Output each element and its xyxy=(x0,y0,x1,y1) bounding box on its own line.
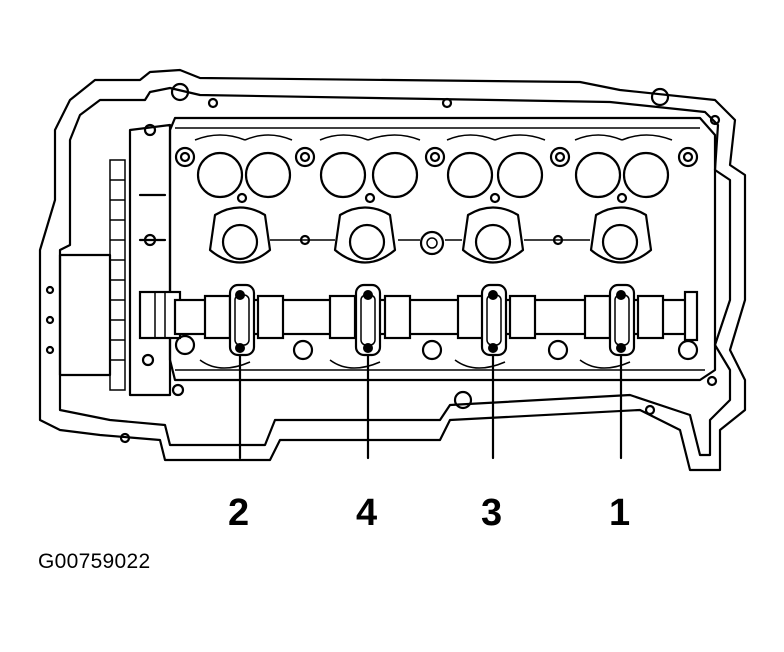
head-bolts-top xyxy=(174,146,699,168)
front-housing xyxy=(128,123,172,397)
callout-label-cap-3: 3 xyxy=(481,492,503,534)
figure-code: G00759022 xyxy=(38,550,151,573)
camshaft xyxy=(138,290,699,342)
head-bolts-bottom xyxy=(174,334,699,361)
spark-plug-wells xyxy=(208,206,653,264)
valve-chamber xyxy=(168,116,717,382)
valve-lifters xyxy=(196,151,670,199)
head-outer-outline xyxy=(38,68,747,472)
valve-lifter-bosses xyxy=(194,134,673,141)
callout-leaders xyxy=(238,353,623,460)
head-inner-outline xyxy=(58,86,732,457)
chain-links xyxy=(110,179,125,361)
perimeter-bolt-holes xyxy=(45,82,721,444)
bearing-caps xyxy=(228,283,636,357)
callout-label-cap-2: 2 xyxy=(228,492,250,534)
timing-chain xyxy=(109,159,126,391)
timing-cover-block xyxy=(58,253,112,377)
callout-label-cap-4: 4 xyxy=(356,492,378,534)
callout-label-cap-1: 1 xyxy=(609,492,631,534)
